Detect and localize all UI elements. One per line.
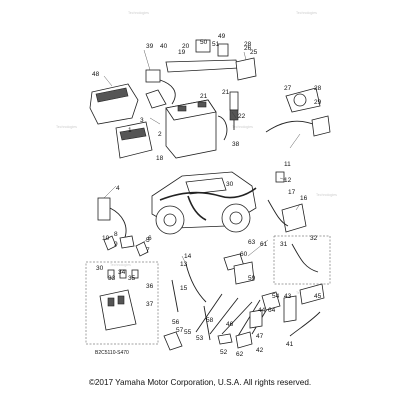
callout-46: 46: [226, 321, 234, 328]
watermark: Technologies: [56, 125, 77, 129]
callout-36: 36: [146, 283, 154, 290]
callout-15: 15: [180, 285, 188, 292]
callout-7: 7: [146, 247, 150, 254]
part-code: B2C5110-S470: [95, 350, 129, 356]
callout-18: 18: [156, 155, 164, 162]
callout-44: 44: [258, 307, 266, 314]
watermark: Technologies: [110, 263, 131, 267]
callout-9: 9: [114, 241, 118, 248]
callout-16: 16: [300, 195, 308, 202]
callout-25: 25: [250, 49, 258, 56]
callout-5: 5: [146, 237, 150, 244]
callout-42: 42: [256, 347, 264, 354]
bracket-group: [235, 235, 331, 349]
callout-30b: 30: [226, 181, 234, 188]
callout-28b: 28: [314, 85, 322, 92]
callout-40: 40: [160, 43, 168, 50]
callout-33: 33: [108, 275, 116, 282]
callout-27: 27: [284, 85, 292, 92]
callout-56: 56: [172, 319, 180, 326]
callout-45: 45: [314, 293, 322, 300]
callout-38: 38: [232, 141, 240, 148]
watermark: Technologies: [128, 11, 149, 15]
callout-4: 4: [116, 185, 120, 192]
lower-sensor-group: [103, 235, 255, 313]
callout-3: 3: [140, 117, 144, 124]
copyright-notice: ©2017 Yamaha Motor Corporation, U.S.A. A…: [88, 378, 312, 387]
callout-52: 52: [220, 349, 228, 356]
callout-53: 53: [196, 335, 204, 342]
callout-21b: 21: [200, 93, 208, 100]
watermark: Technologies: [296, 11, 317, 15]
callout-28a: 28: [244, 41, 252, 48]
callout-21a: 21: [222, 89, 230, 96]
callout-2: 2: [158, 131, 162, 138]
callout-50: 50: [200, 39, 208, 46]
callout-17: 17: [288, 189, 296, 196]
callout-32: 32: [310, 235, 318, 242]
callout-12: 12: [284, 177, 292, 184]
relay-bracket-group: [165, 39, 257, 130]
callout-47: 47: [256, 333, 264, 340]
callout-43: 43: [284, 293, 292, 300]
callout-8: 8: [114, 231, 118, 238]
callout-6: 6: [148, 235, 152, 242]
callout-29: 29: [314, 99, 322, 106]
callout-labels: 1 2 3 4 5 6 7 8 9 10 11 12 13 14 15 16 1…: [92, 33, 322, 358]
callout-20: 20: [182, 43, 190, 50]
callout-57: 57: [176, 327, 184, 334]
callout-11: 11: [284, 161, 291, 168]
callout-13: 13: [180, 261, 188, 268]
callout-60: 60: [240, 251, 248, 258]
handlebar-switch-group: [265, 87, 331, 137]
callout-61: 61: [260, 241, 268, 248]
callout-54: 54: [272, 293, 280, 300]
watermark: Technologies: [316, 193, 337, 197]
callout-58: 58: [206, 317, 214, 324]
callout-37: 37: [146, 301, 154, 308]
fuse-box-group: [85, 261, 159, 345]
callout-35: 35: [128, 275, 136, 282]
callout-22: 22: [238, 113, 246, 120]
leader-lines: [103, 49, 301, 265]
callout-19: 19: [178, 49, 186, 56]
sensor-group: [267, 171, 307, 233]
ecu-module-group: [89, 69, 176, 159]
callout-10: 10: [102, 235, 110, 242]
callout-26: 26: [244, 45, 252, 52]
callout-62: 62: [236, 351, 244, 358]
callout-1: 1: [128, 127, 132, 134]
watermark: Technologies: [232, 125, 253, 129]
callout-41: 41: [286, 341, 294, 348]
callout-49: 49: [218, 33, 226, 40]
callout-14: 14: [184, 253, 192, 260]
callout-55: 55: [184, 329, 192, 336]
callout-30a: 30: [96, 265, 104, 272]
callout-63: 63: [248, 239, 256, 246]
callout-64: 64: [268, 307, 276, 314]
callout-48: 48: [92, 71, 100, 78]
callout-51: 51: [212, 41, 220, 48]
atv-frame-harness: [151, 171, 257, 235]
callout-34: 34: [118, 269, 126, 276]
callout-31: 31: [280, 241, 288, 248]
callout-59: 59: [248, 275, 256, 282]
callout-39: 39: [146, 43, 154, 50]
battery: [165, 99, 228, 159]
